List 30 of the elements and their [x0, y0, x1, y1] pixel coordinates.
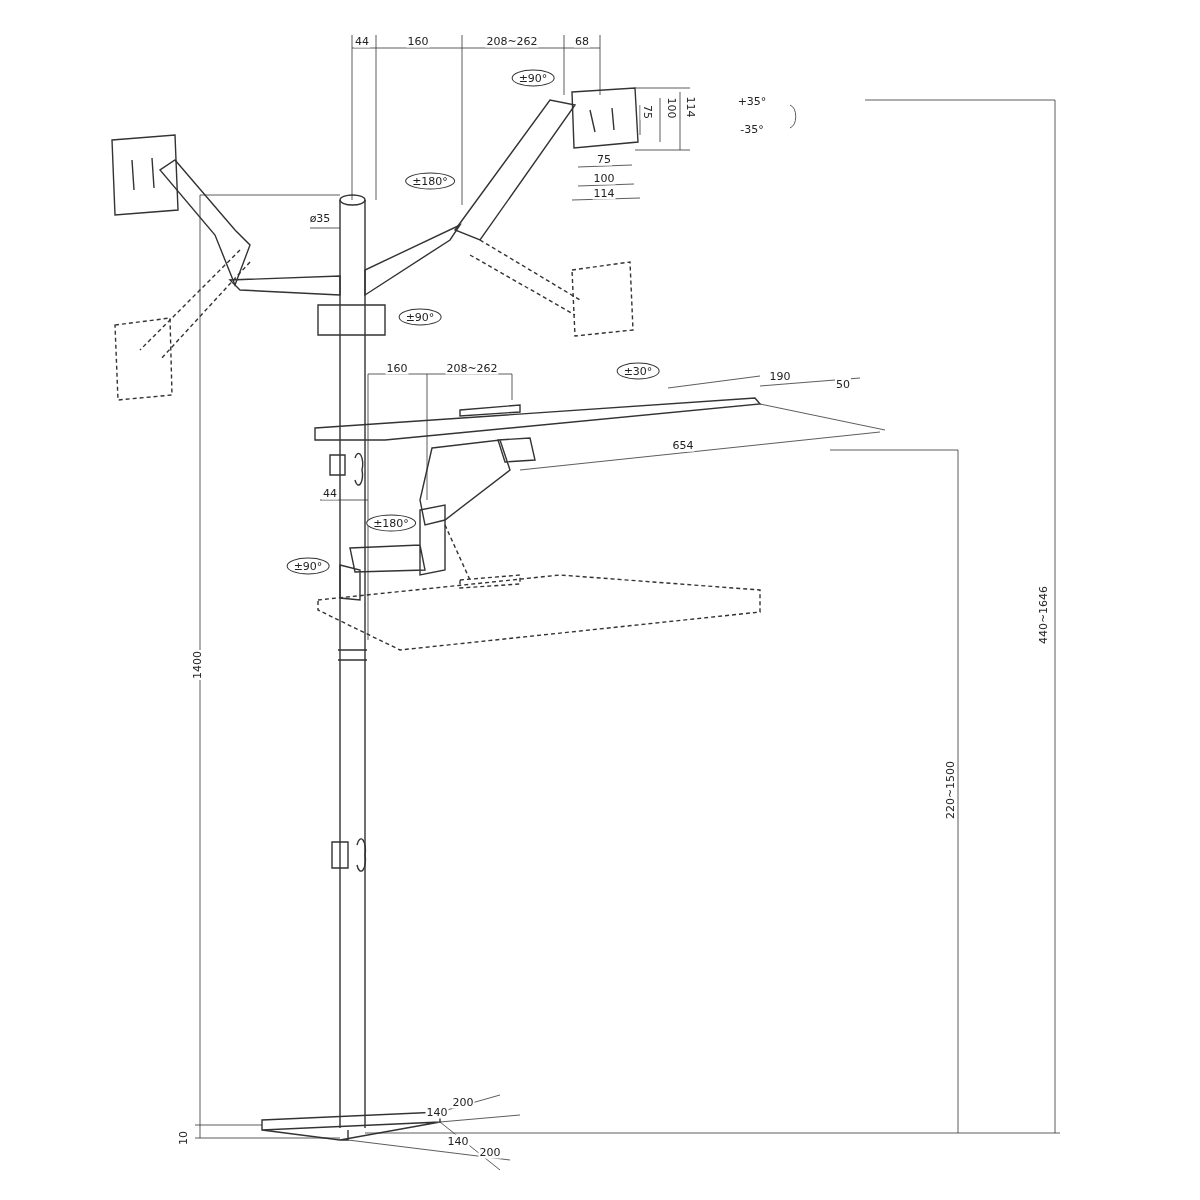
rotation-label: ±30°	[616, 362, 660, 380]
dimension-label: 114	[592, 186, 616, 200]
dimension-label: 68	[574, 34, 590, 48]
dimension-label: -35°	[739, 122, 765, 136]
dimension-label: +35°	[736, 94, 768, 108]
dimension-label: 50	[835, 377, 851, 391]
dimension-label: 208~262	[445, 361, 499, 375]
dimension-label: 1400	[190, 650, 204, 680]
dimension-label: 75	[596, 152, 612, 166]
dimension-label: 208~262	[485, 34, 539, 48]
rotation-label: ±180°	[405, 172, 455, 190]
dimension-label: 220~1500	[943, 759, 957, 821]
dimension-label: 44	[354, 34, 370, 48]
dimension-label: 100	[592, 171, 616, 185]
dimension-label: 160	[406, 34, 430, 48]
dimension-label: 190	[768, 369, 792, 383]
rotation-label: ±90°	[511, 69, 555, 87]
dimension-label: 200	[478, 1145, 502, 1159]
dimension-label: ø35	[308, 211, 332, 225]
dimension-label: 140	[425, 1105, 449, 1119]
rotation-label: ±180°	[366, 514, 416, 532]
dimension-label: 440~1646	[1036, 584, 1050, 646]
dimension-label: 44	[322, 486, 338, 500]
dimension-label: 200	[451, 1095, 475, 1109]
dimension-label: 160	[385, 361, 409, 375]
dimension-label: 10	[176, 1130, 190, 1146]
rotation-label: ±90°	[286, 557, 330, 575]
dimension-label: 654	[671, 438, 695, 452]
rotation-label: ±90°	[398, 308, 442, 326]
dimension-label: 140	[446, 1134, 470, 1148]
